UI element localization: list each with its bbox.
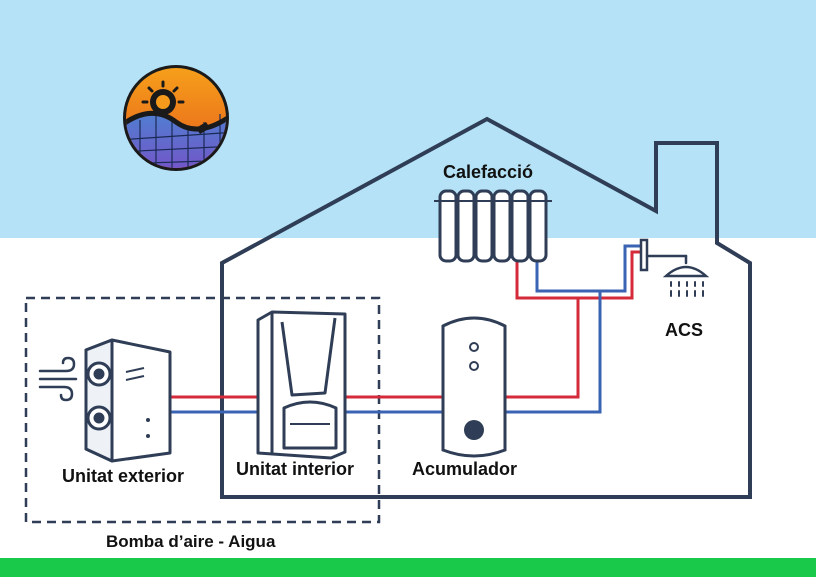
- heating-label: Calefacció: [443, 162, 534, 182]
- sky-background: [0, 0, 816, 238]
- outdoor-unit-icon: [84, 338, 172, 463]
- outdoor-unit-label: Unitat exterior: [62, 466, 185, 486]
- heat-pump-boundary: [24, 296, 381, 524]
- wind-icon: [38, 356, 78, 402]
- pipes: [168, 244, 642, 414]
- tank-label: Acumulador: [412, 459, 518, 479]
- hot-water-label: ACS: [665, 320, 704, 340]
- shower-icon: [639, 238, 710, 297]
- radiator-icon: [434, 189, 552, 263]
- grass-strip: [0, 558, 816, 577]
- tank-icon: [441, 316, 507, 458]
- house-outline: [220, 116, 752, 499]
- indoor-unit-label: Unitat interior: [236, 459, 355, 479]
- indoor-unit-icon: [256, 310, 347, 460]
- cold-pipe-shower: [600, 244, 642, 293]
- hot-pipe-shower: [578, 250, 642, 300]
- system-label: Bomba d’aire - Aigua: [106, 532, 276, 551]
